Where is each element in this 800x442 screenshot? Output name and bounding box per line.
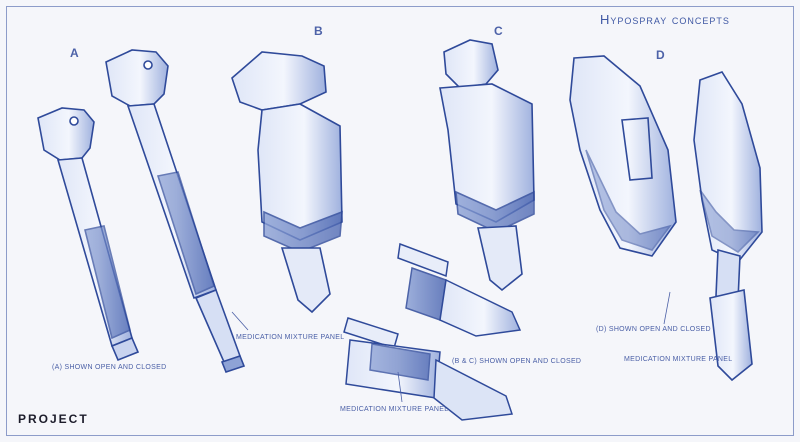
sheet-border: [6, 6, 794, 436]
sheet-title: Hypospray concepts: [600, 12, 730, 27]
callout-lines: [231, 291, 671, 403]
concept-a-label: A: [70, 46, 79, 60]
concept-bc-detail-upper: [397, 242, 522, 337]
project-logo: PROJECT: [18, 412, 89, 426]
concept-b: [231, 51, 343, 314]
concept-c-label: C: [494, 24, 503, 38]
caption-panel-a: MEDICATION MIXTURE PANEL: [236, 334, 345, 341]
concept-a-open: [105, 49, 246, 373]
caption-panel-bc: MEDICATION MIXTURE PANEL: [340, 406, 449, 413]
concept-d-open: [693, 71, 763, 382]
caption-d: (D) SHOWN OPEN AND CLOSED: [596, 326, 711, 333]
concept-bc-detail-lower: [343, 317, 514, 421]
caption-a: (A) SHOWN OPEN AND CLOSED: [52, 364, 167, 371]
concept-c: [439, 39, 535, 292]
caption-bc: (B & C) SHOWN OPEN AND CLOSED: [452, 358, 582, 365]
concept-b-label: B: [314, 24, 323, 38]
caption-panel-d: MEDICATION MIXTURE PANEL: [624, 356, 733, 363]
concept-d-closed: [569, 55, 677, 257]
concept-d-label: D: [656, 48, 665, 62]
concept-a-closed: [37, 107, 140, 362]
